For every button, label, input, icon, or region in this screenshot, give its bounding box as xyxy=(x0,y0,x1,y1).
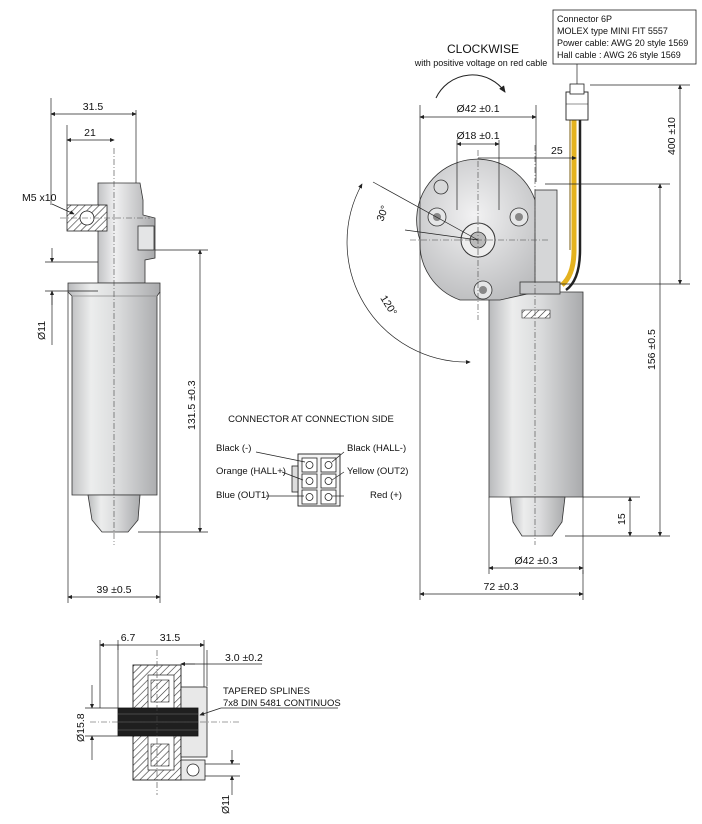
mount-hole-top xyxy=(433,179,449,195)
cap-length: 15 xyxy=(616,513,628,525)
right-motor-body xyxy=(488,291,584,498)
cable-black xyxy=(565,120,582,292)
section-dim-b: 31.5 xyxy=(160,632,181,644)
pin-right-2: Yellow (OUT2) xyxy=(347,466,408,477)
spec-line-3: Power cable: AWG 20 style 1569 xyxy=(557,38,688,48)
pin-right-3: Red (+) xyxy=(370,490,402,501)
molex-connector xyxy=(565,91,589,121)
body-length: 156 ±0.5 xyxy=(646,329,658,370)
left-dimensions: 31.5 21 M5 x10 Ø11 131.5 ±0.3 39 ±0.5 xyxy=(22,98,208,603)
left-width: 39 ±0.5 xyxy=(97,584,132,596)
pinout-pins xyxy=(301,457,337,505)
connector-pinout: CONNECTOR AT CONNECTION SIDE Black (-) O… xyxy=(216,414,408,507)
left-shaft-dia: Ø11 xyxy=(36,321,48,340)
pin-left-3: Blue (OUT1) xyxy=(216,490,269,501)
splines-label-2: 7x8 DIN 5481 CONTINUOS xyxy=(223,698,341,709)
section-dimensions: 6.7 31.5 3.0 ±0.2 TAPERED SPLINES 7x8 DI… xyxy=(75,632,341,814)
spec-line-2: MOLEX type MINI FIT 5557 xyxy=(557,26,668,36)
section-dim-c: 3.0 ±0.2 xyxy=(225,652,263,664)
clockwise-title: CLOCKWISE xyxy=(447,42,519,56)
clockwise-indicator: CLOCKWISE with positive voltage on red c… xyxy=(414,42,548,99)
section-dia-bottom: Ø11 xyxy=(220,795,232,814)
left-motor-body xyxy=(67,282,161,496)
shaft-section-view xyxy=(90,650,240,795)
dia-outer: Ø42 ±0.1 xyxy=(456,103,499,115)
left-motor-view xyxy=(60,148,161,545)
cable-yellow xyxy=(560,120,577,287)
dim-top-inner: 21 xyxy=(84,127,96,139)
dia-inner: Ø18 ±0.1 xyxy=(456,130,499,142)
connector-spec-box: Connector 6P MOLEX type MINI FIT 5557 Po… xyxy=(552,9,697,84)
pinout-title: CONNECTOR AT CONNECTION SIDE xyxy=(228,414,394,425)
angle-small: 30° xyxy=(375,204,392,223)
pin-left-1: Black (-) xyxy=(216,443,251,454)
section-dia-left: Ø15.8 xyxy=(75,713,87,742)
clockwise-subtitle: with positive voltage on red cable xyxy=(414,58,548,68)
spec-line-4: Hall cable : AWG 26 style 1569 xyxy=(557,50,681,60)
right-dimensions: Ø42 ±0.1 Ø18 ±0.1 25 400 ±10 156 ±0.5 15… xyxy=(419,84,690,600)
right-end-cap xyxy=(509,496,566,537)
splines-label-1: TAPERED SPLINES xyxy=(223,686,310,697)
section-dim-a: 6.7 xyxy=(121,632,136,644)
pin-right-1: Black (HALL-) xyxy=(347,443,406,454)
left-length: 131.5 ±0.3 xyxy=(186,380,198,430)
offset-25: 25 xyxy=(551,145,563,157)
overall-width: 72 ±0.3 xyxy=(484,581,519,593)
spec-line-1: Connector 6P xyxy=(557,14,612,24)
clockwise-arrow xyxy=(435,74,506,99)
angle-large: 120° xyxy=(377,293,399,318)
cable-length: 400 ±10 xyxy=(666,117,678,155)
dim-top-outer: 31.5 xyxy=(83,101,104,113)
thread-label: M5 x10 xyxy=(22,192,57,204)
body-dia: Ø42 ±0.3 xyxy=(514,555,557,567)
pin-left-2: Orange (HALL+) xyxy=(216,466,286,477)
left-boss xyxy=(137,225,155,251)
